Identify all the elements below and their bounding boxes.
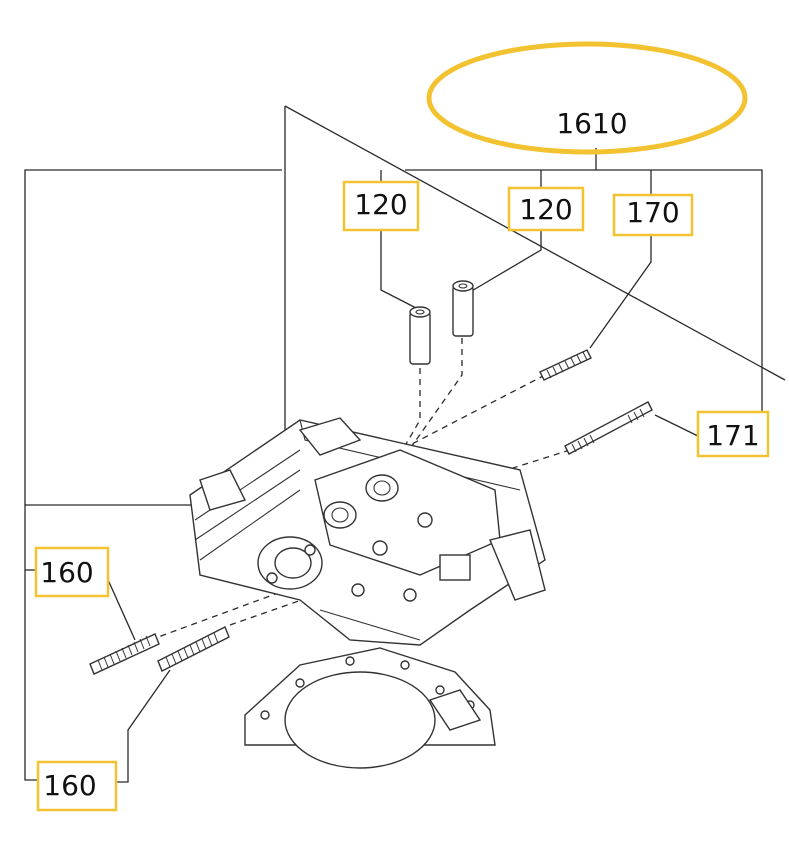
- stud-bolt-upper: [539, 349, 592, 381]
- callout-boxes: [34, 180, 770, 812]
- assembly-highlight-ellipse: [426, 41, 748, 155]
- callout-box-171: [696, 410, 770, 458]
- callout-box-170: [612, 193, 694, 237]
- callout-box-120-right: [507, 186, 585, 232]
- callout-bolt-long: 171: [706, 419, 759, 452]
- stud-bolt-long: [564, 401, 653, 455]
- bracket-lines: [24, 105, 786, 781]
- dowel-sleeve-left: [409, 306, 431, 365]
- callout-box-160-low: [36, 760, 118, 812]
- callout-box-160-mid: [34, 546, 110, 598]
- cylinder-head: [189, 417, 546, 646]
- dowel-sleeve-right: [452, 280, 474, 337]
- callout-box-120-left: [342, 180, 420, 232]
- stud-bolt-lower-left: [89, 633, 160, 675]
- callout-bolt-low: 160: [43, 769, 96, 802]
- callout-stud-right: 120: [519, 193, 572, 226]
- callout-stud-left: 120: [354, 188, 407, 221]
- callout-stud-top: 170: [626, 196, 679, 229]
- head-gasket: [244, 647, 496, 769]
- stud-bolt-lower-right: [157, 626, 230, 672]
- callout-assembly: 1610: [556, 107, 627, 140]
- callout-bolt-mid: 160: [40, 556, 93, 589]
